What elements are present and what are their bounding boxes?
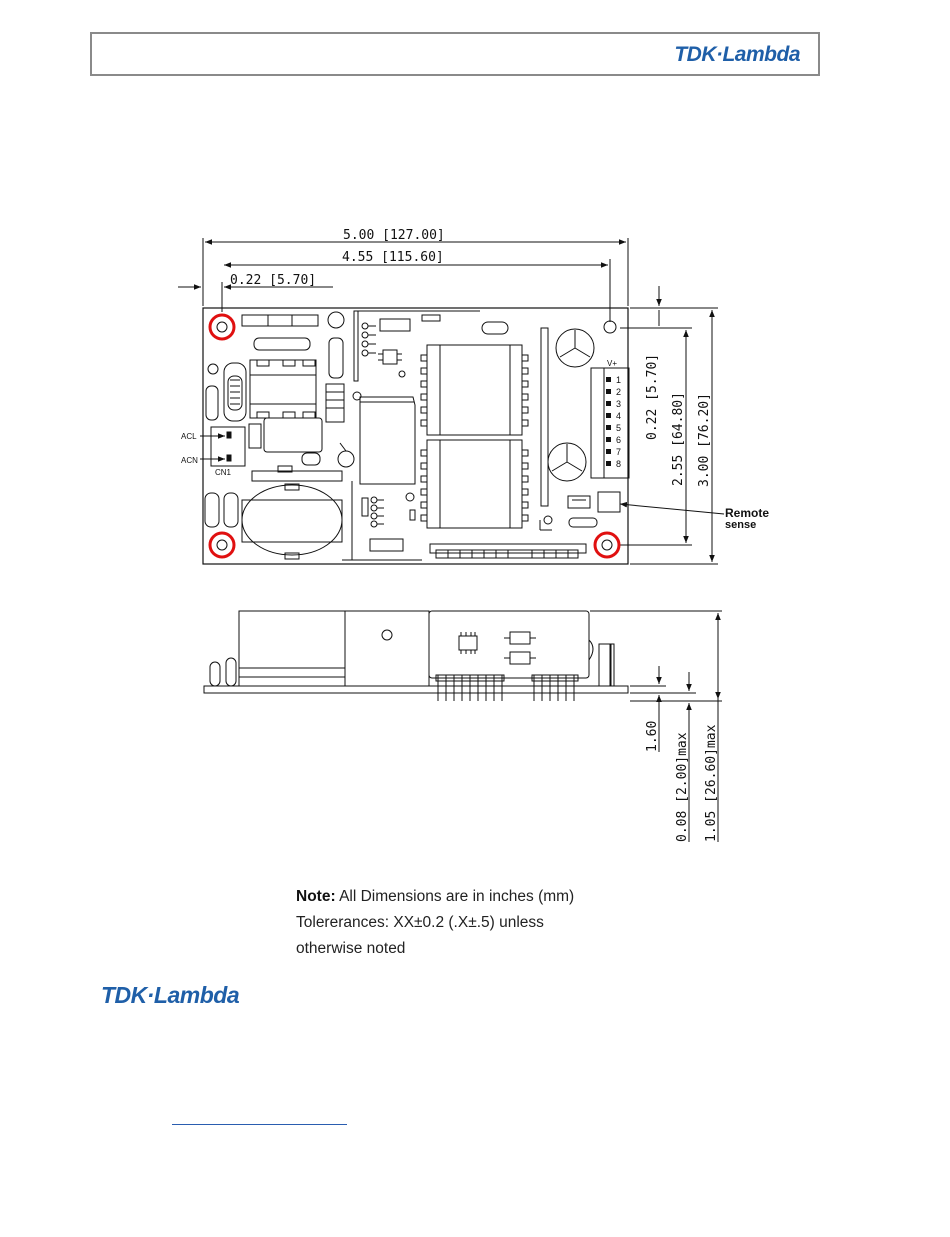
remote-sense-label-2: sense: [725, 519, 756, 531]
pin-number: 5: [616, 423, 621, 433]
pin-numbers: 1 2 3 4 5 6 7 8: [616, 375, 621, 469]
dimension-note: Note: All Dimensions are in inches (mm) …: [296, 884, 626, 962]
dim-hole-spacing: 4.55 [115.60]: [342, 250, 444, 265]
highlight-ring: [595, 533, 619, 557]
note-line-1: Note: All Dimensions are in inches (mm): [296, 884, 626, 910]
dim-hole-offset: 0.22 [5.70]: [230, 273, 316, 288]
dim-vert-spacing: 2.55 [64.80]: [671, 392, 686, 486]
note-line-3: otherwise noted: [296, 936, 626, 962]
mounting-hole: [217, 322, 227, 332]
acl-label: ACL: [181, 432, 197, 441]
hyperlink-underline[interactable]: [172, 1124, 347, 1125]
dim-overall-width: 5.00 [127.00]: [343, 228, 445, 243]
dim-overall-height: 3.00 [76.20]: [697, 393, 712, 487]
pin-number: 3: [616, 399, 621, 409]
cn1-label: CN1: [215, 468, 232, 477]
side-pcb: [204, 686, 628, 693]
acn-label: ACN: [181, 456, 198, 465]
mounting-hole: [604, 321, 616, 333]
dim-vert-offset: 0.22 [5.70]: [645, 354, 660, 440]
pin-number: 4: [616, 411, 621, 421]
note-label: Note:: [296, 888, 336, 905]
pin-number: 1: [616, 375, 621, 385]
mounting-hole: [602, 540, 612, 550]
pin-number: 8: [616, 459, 621, 469]
dim-pcb: 1.60: [645, 721, 660, 752]
pin-number: 2: [616, 387, 621, 397]
footer-logo: TDK·Lambda: [101, 982, 239, 1009]
mounting-hole: [217, 540, 227, 550]
remote-sense-label: Remote: [725, 506, 769, 520]
note-text-1: All Dimensions are in inches (mm): [339, 888, 574, 905]
pin-number: 7: [616, 447, 621, 457]
vplus-label: V+: [607, 359, 617, 368]
pin-number: 6: [616, 435, 621, 445]
note-line-2: Tolererances: XX±0.2 (.X±.5) unless: [296, 910, 626, 936]
dim-lead: 0.08 [2.00]max: [675, 732, 690, 842]
dim-height: 1.05 [26.60]max: [704, 724, 719, 842]
highlight-ring: [210, 533, 234, 557]
highlight-ring: [210, 315, 234, 339]
